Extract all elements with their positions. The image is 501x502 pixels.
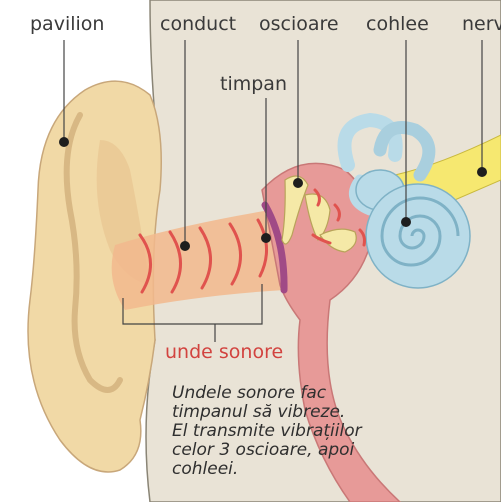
label-timpan: timpan [220, 75, 287, 94]
dot-pavilion [59, 137, 69, 147]
label-nerv: nerv [462, 15, 501, 34]
caption-line-1: Undele sonore fac [172, 384, 472, 403]
label-conduct: conduct [160, 15, 236, 34]
label-cohlee: cohlee [366, 15, 429, 34]
dot-conduct [180, 241, 190, 251]
dot-oscioare [293, 178, 303, 188]
caption-line-2: timpanul să vibreze. [172, 403, 472, 422]
dot-timpan [261, 233, 271, 243]
caption-line-3: El transmite vibrațiilor [172, 422, 472, 441]
dot-nerv [477, 167, 487, 177]
caption-text: Undele sonore fac timpanul să vibreze. E… [172, 384, 472, 479]
label-oscioare: oscioare [259, 15, 339, 34]
label-unde-sonore: unde sonore [165, 343, 283, 362]
caption-line-5: cohleei. [172, 460, 472, 479]
caption-line-4: celor 3 oscioare, apoi [172, 441, 472, 460]
dot-cohlee [401, 217, 411, 227]
label-pavilion: pavilion [30, 15, 104, 34]
